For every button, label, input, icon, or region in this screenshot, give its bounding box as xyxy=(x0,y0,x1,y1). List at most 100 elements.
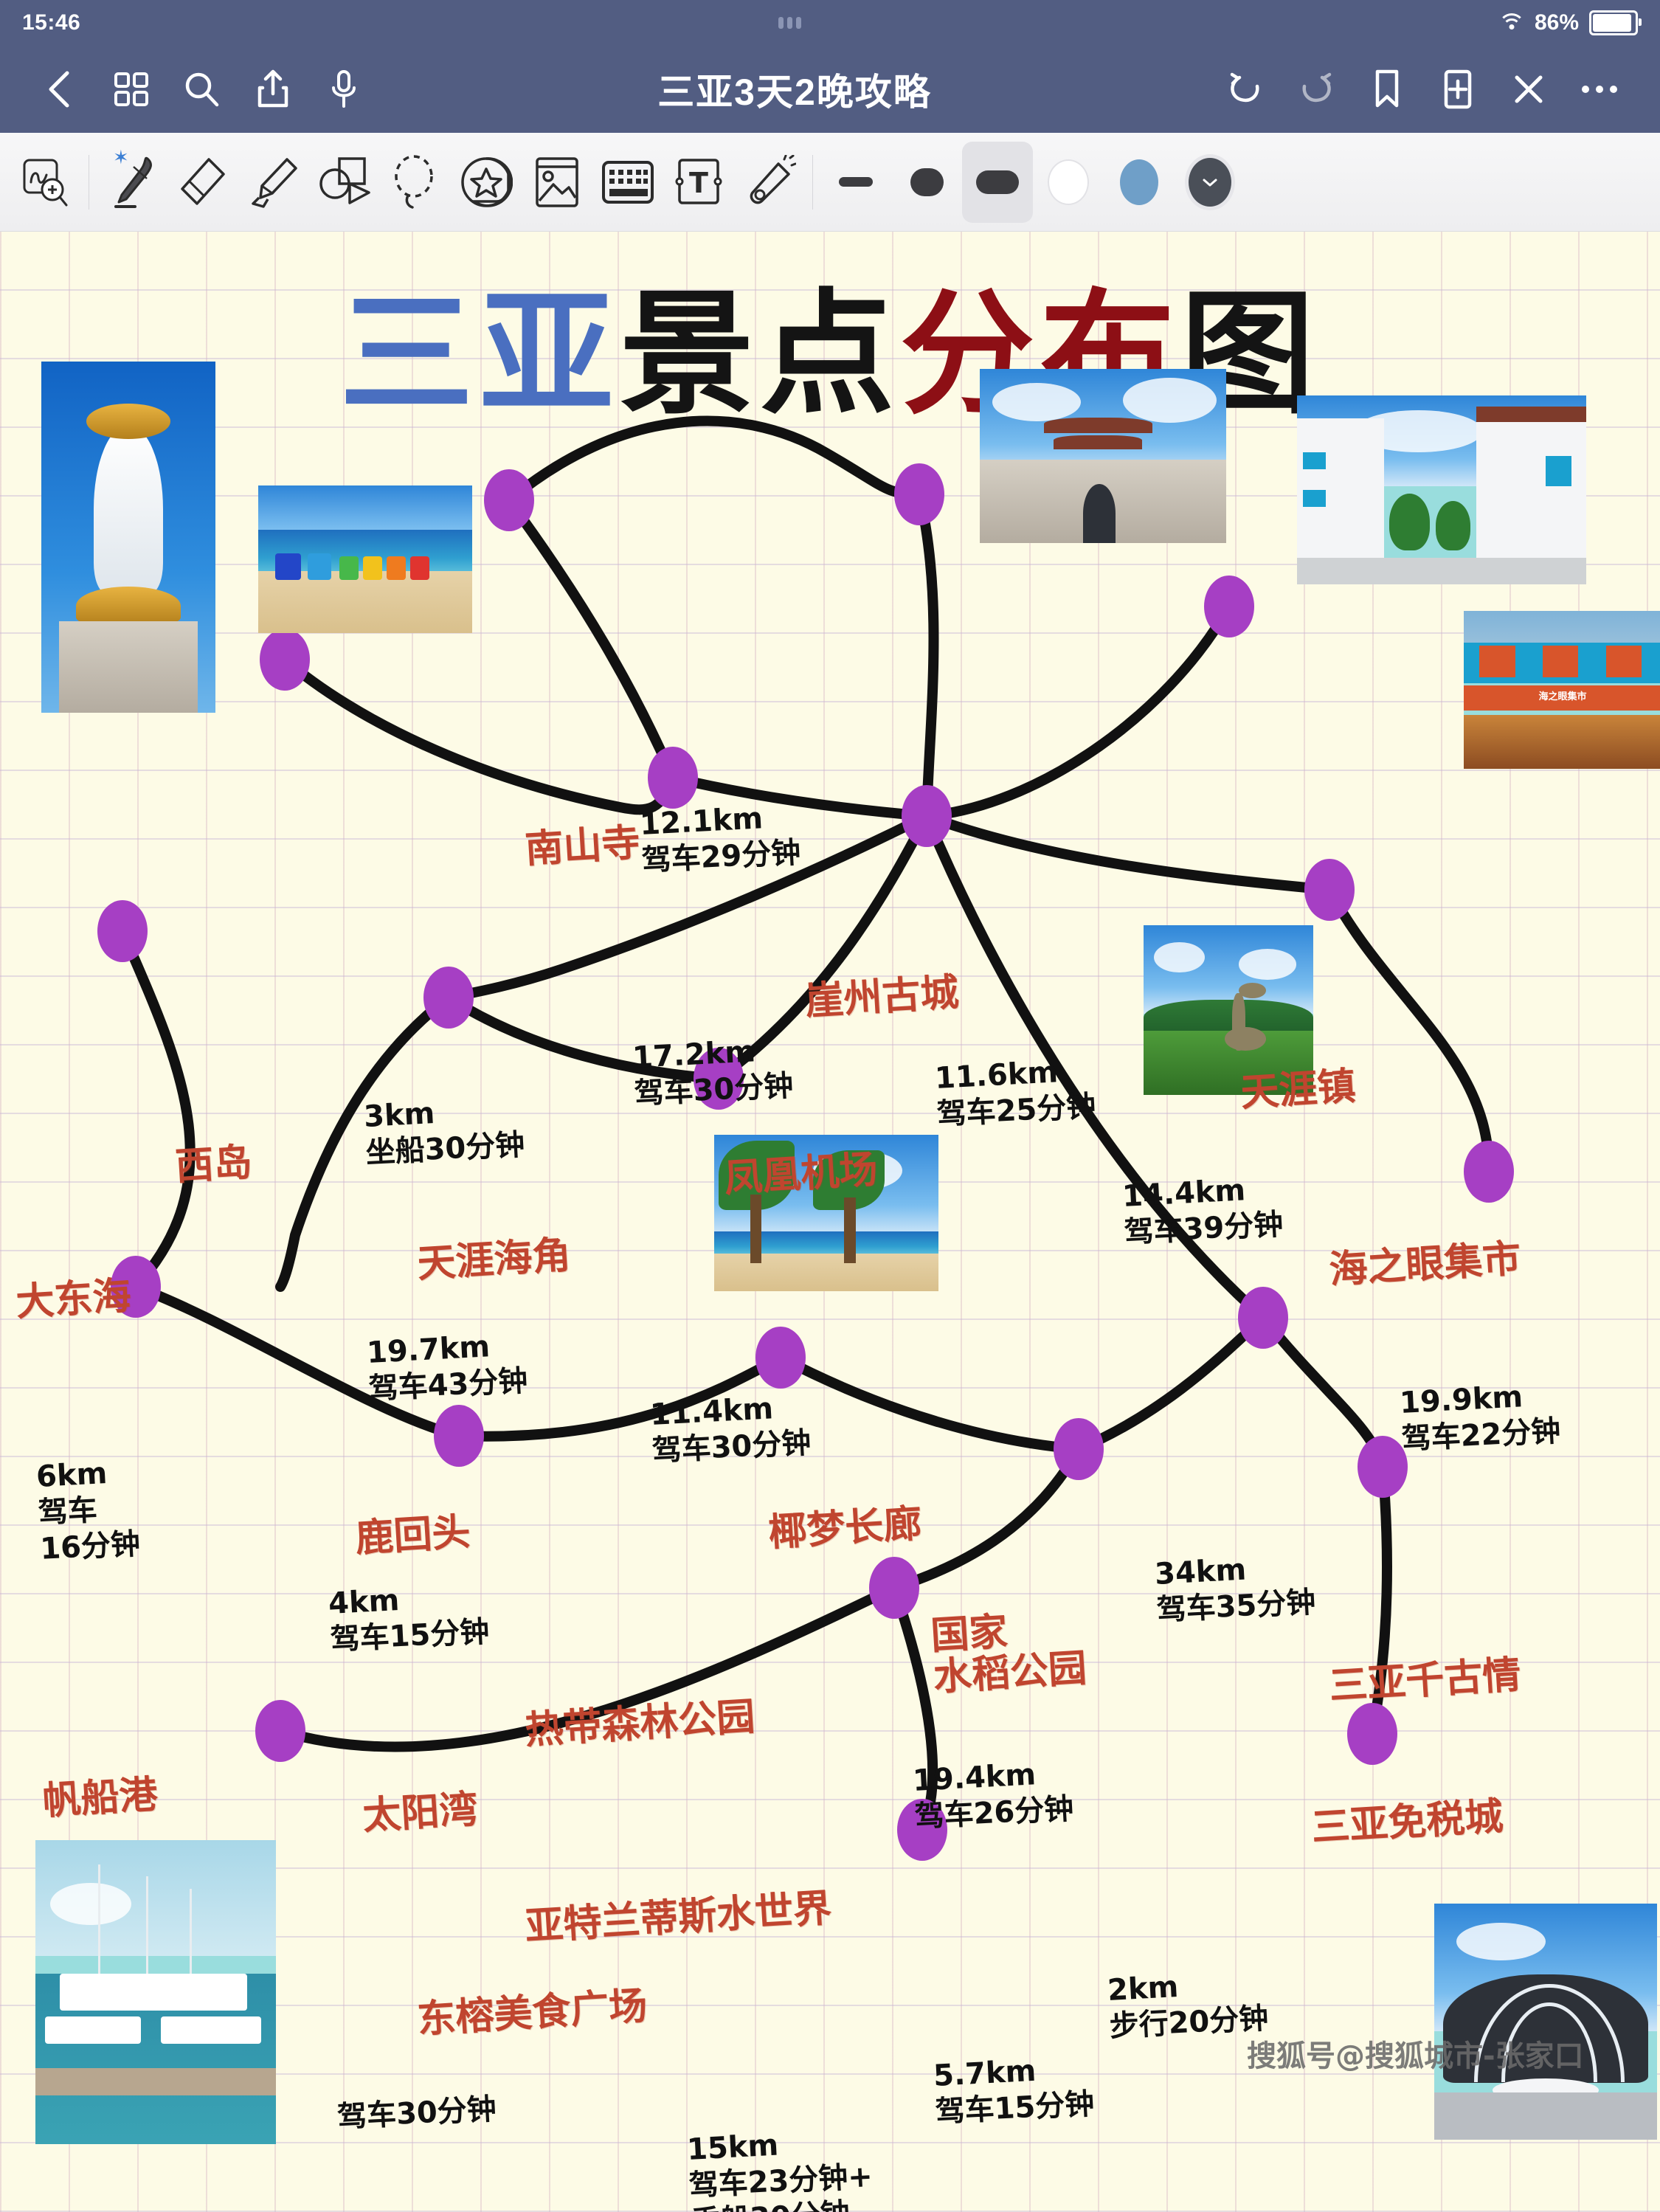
route-line xyxy=(668,773,932,821)
stroke-thick-icon xyxy=(976,170,1019,194)
route-line xyxy=(443,992,724,1084)
map-node-junction-0[interactable] xyxy=(1358,1436,1408,1498)
wifi-icon xyxy=(1498,13,1525,32)
image-tool[interactable] xyxy=(522,142,592,223)
photo-nanshan-temple xyxy=(41,362,215,713)
shape-tool[interactable] xyxy=(309,142,380,223)
thumbnails-button[interactable] xyxy=(96,54,167,125)
map-node-mianshuicheng[interactable] xyxy=(1238,1287,1288,1349)
route-network xyxy=(97,415,1514,1861)
drawing-toolbar: ✶ T xyxy=(0,133,1660,232)
back-button[interactable] xyxy=(25,54,96,125)
microphone-button[interactable] xyxy=(308,54,379,125)
color-swatch-white[interactable] xyxy=(1033,142,1104,223)
route-line xyxy=(275,1583,899,1752)
map-node-wuzhizhou[interactable] xyxy=(897,1799,947,1861)
stroke-width-medium[interactable] xyxy=(891,142,962,223)
map-node-dadonghai[interactable] xyxy=(97,900,148,962)
svg-text:T: T xyxy=(689,167,708,199)
map-node-redai[interactable] xyxy=(755,1327,806,1389)
search-button[interactable] xyxy=(167,54,238,125)
undo-button[interactable] xyxy=(1210,54,1281,125)
route-line xyxy=(921,811,1335,895)
toolbar-divider xyxy=(812,154,813,210)
status-bar-right: 86% xyxy=(1498,10,1642,35)
laser-tool[interactable] xyxy=(734,142,805,223)
text-tool[interactable]: T xyxy=(663,142,734,223)
map-node-nanshan[interactable] xyxy=(484,469,534,531)
map-node-haitang68[interactable] xyxy=(1347,1703,1397,1765)
map-node-fenghuang[interactable] xyxy=(902,785,952,847)
map-node-fanchuangang[interactable] xyxy=(111,1256,161,1318)
map-node-dongrong[interactable] xyxy=(869,1557,919,1619)
distance-label-d2: 17.2km 驾车30分钟 xyxy=(632,1034,795,1111)
color-swatch-dark[interactable] xyxy=(1175,142,1245,223)
route-line xyxy=(504,415,924,505)
lasso-select-tool[interactable] xyxy=(380,142,451,223)
status-bar: 15:46 86% xyxy=(0,0,1660,46)
photo-yazhou-old-town xyxy=(980,369,1226,543)
stroke-width-thin[interactable] xyxy=(820,142,891,223)
highlighter-tool[interactable] xyxy=(238,142,309,223)
close-button[interactable] xyxy=(1493,54,1564,125)
indicator-dot xyxy=(787,17,793,29)
stroke-width-thick[interactable] xyxy=(962,141,1033,223)
app-header: 三亚3天2晚攻略 xyxy=(0,46,1660,133)
stroke-thin-icon xyxy=(839,177,873,187)
distance-label-d12: 19.4km 驾车26分钟 xyxy=(912,1757,1075,1834)
route-line xyxy=(1258,1313,1388,1472)
header-left-button-group xyxy=(25,54,379,125)
map-node-huanghouwan[interactable] xyxy=(255,1700,305,1762)
route-line xyxy=(775,1352,1084,1454)
distance-label-d7: 11.4km 驾车30分钟 xyxy=(649,1392,812,1468)
place-label-yazhou: 崖州古城 xyxy=(803,970,961,1024)
map-node-tianyahaijiao[interactable] xyxy=(648,747,698,809)
status-bar-time: 15:46 xyxy=(22,10,81,35)
distance-label-d3: 11.6km 驾车25分钟 xyxy=(934,1055,1097,1132)
note-canvas[interactable]: 三亚景点分布图 xyxy=(0,232,1660,2212)
bluetooth-icon: ✶ xyxy=(113,145,129,168)
route-line xyxy=(280,654,678,815)
place-label-tianyazhen: 天涯镇 xyxy=(1239,1064,1358,1116)
distance-label-d4: 3km 坐船30分钟 xyxy=(363,1096,526,1170)
distance-label-d8: 19.9km 驾车22分钟 xyxy=(1399,1380,1562,1456)
place-label-yemeng: 椰梦长廊 xyxy=(767,1501,924,1555)
map-node-taiyangwan[interactable] xyxy=(434,1405,484,1467)
map-node-yemeng[interactable] xyxy=(694,1048,744,1110)
photo-coconut-corridor xyxy=(714,1135,938,1291)
chevron-down-icon xyxy=(1189,157,1231,207)
route-line xyxy=(921,601,1234,821)
share-button[interactable] xyxy=(238,54,308,125)
map-node-luhuitou[interactable] xyxy=(423,967,474,1029)
sticker-tool[interactable] xyxy=(451,142,522,223)
route-line xyxy=(131,1282,464,1441)
more-button[interactable] xyxy=(1564,54,1635,125)
status-bar-indicator-dots xyxy=(80,17,1499,29)
map-node-sanyaqianguqing[interactable] xyxy=(1464,1141,1514,1203)
place-label-tianyahaijiao: 天涯海角 xyxy=(415,1233,573,1287)
color-swatch-blue[interactable] xyxy=(1104,142,1175,223)
place-label-luhuitou: 鹿回头 xyxy=(353,1510,472,1561)
map-node-xidao[interactable] xyxy=(260,629,310,691)
lasso-zoom-tool[interactable] xyxy=(10,142,81,223)
bookmark-button[interactable] xyxy=(1352,54,1422,125)
distance-label-d1: 12.1km 驾车29分钟 xyxy=(639,801,802,878)
blue-color-icon xyxy=(1120,159,1158,205)
distance-label-d5: 14.4km 驾车39分钟 xyxy=(1121,1173,1284,1250)
distance-label-d13: 2km 步行20分钟 xyxy=(1107,1969,1270,2044)
map-node-haizhiyan[interactable] xyxy=(1304,859,1355,921)
distance-label-d10: 4km 驾车15分钟 xyxy=(328,1583,491,1657)
photo-rice-park xyxy=(1144,925,1313,1095)
route-line xyxy=(504,495,678,783)
map-node-yazhou[interactable] xyxy=(894,463,944,525)
route-line xyxy=(117,926,196,1292)
eraser-tool[interactable] xyxy=(167,142,238,223)
map-title-part-2: 景点 xyxy=(620,276,900,432)
redo-button[interactable] xyxy=(1281,54,1352,125)
battery-icon xyxy=(1589,10,1642,35)
keyboard-tool[interactable] xyxy=(592,142,663,223)
map-node-yatelandisi[interactable] xyxy=(1054,1418,1104,1480)
add-page-button[interactable] xyxy=(1422,54,1493,125)
map-node-tianyazhen[interactable] xyxy=(1204,576,1254,637)
pen-tool[interactable]: ✶ xyxy=(97,142,167,223)
